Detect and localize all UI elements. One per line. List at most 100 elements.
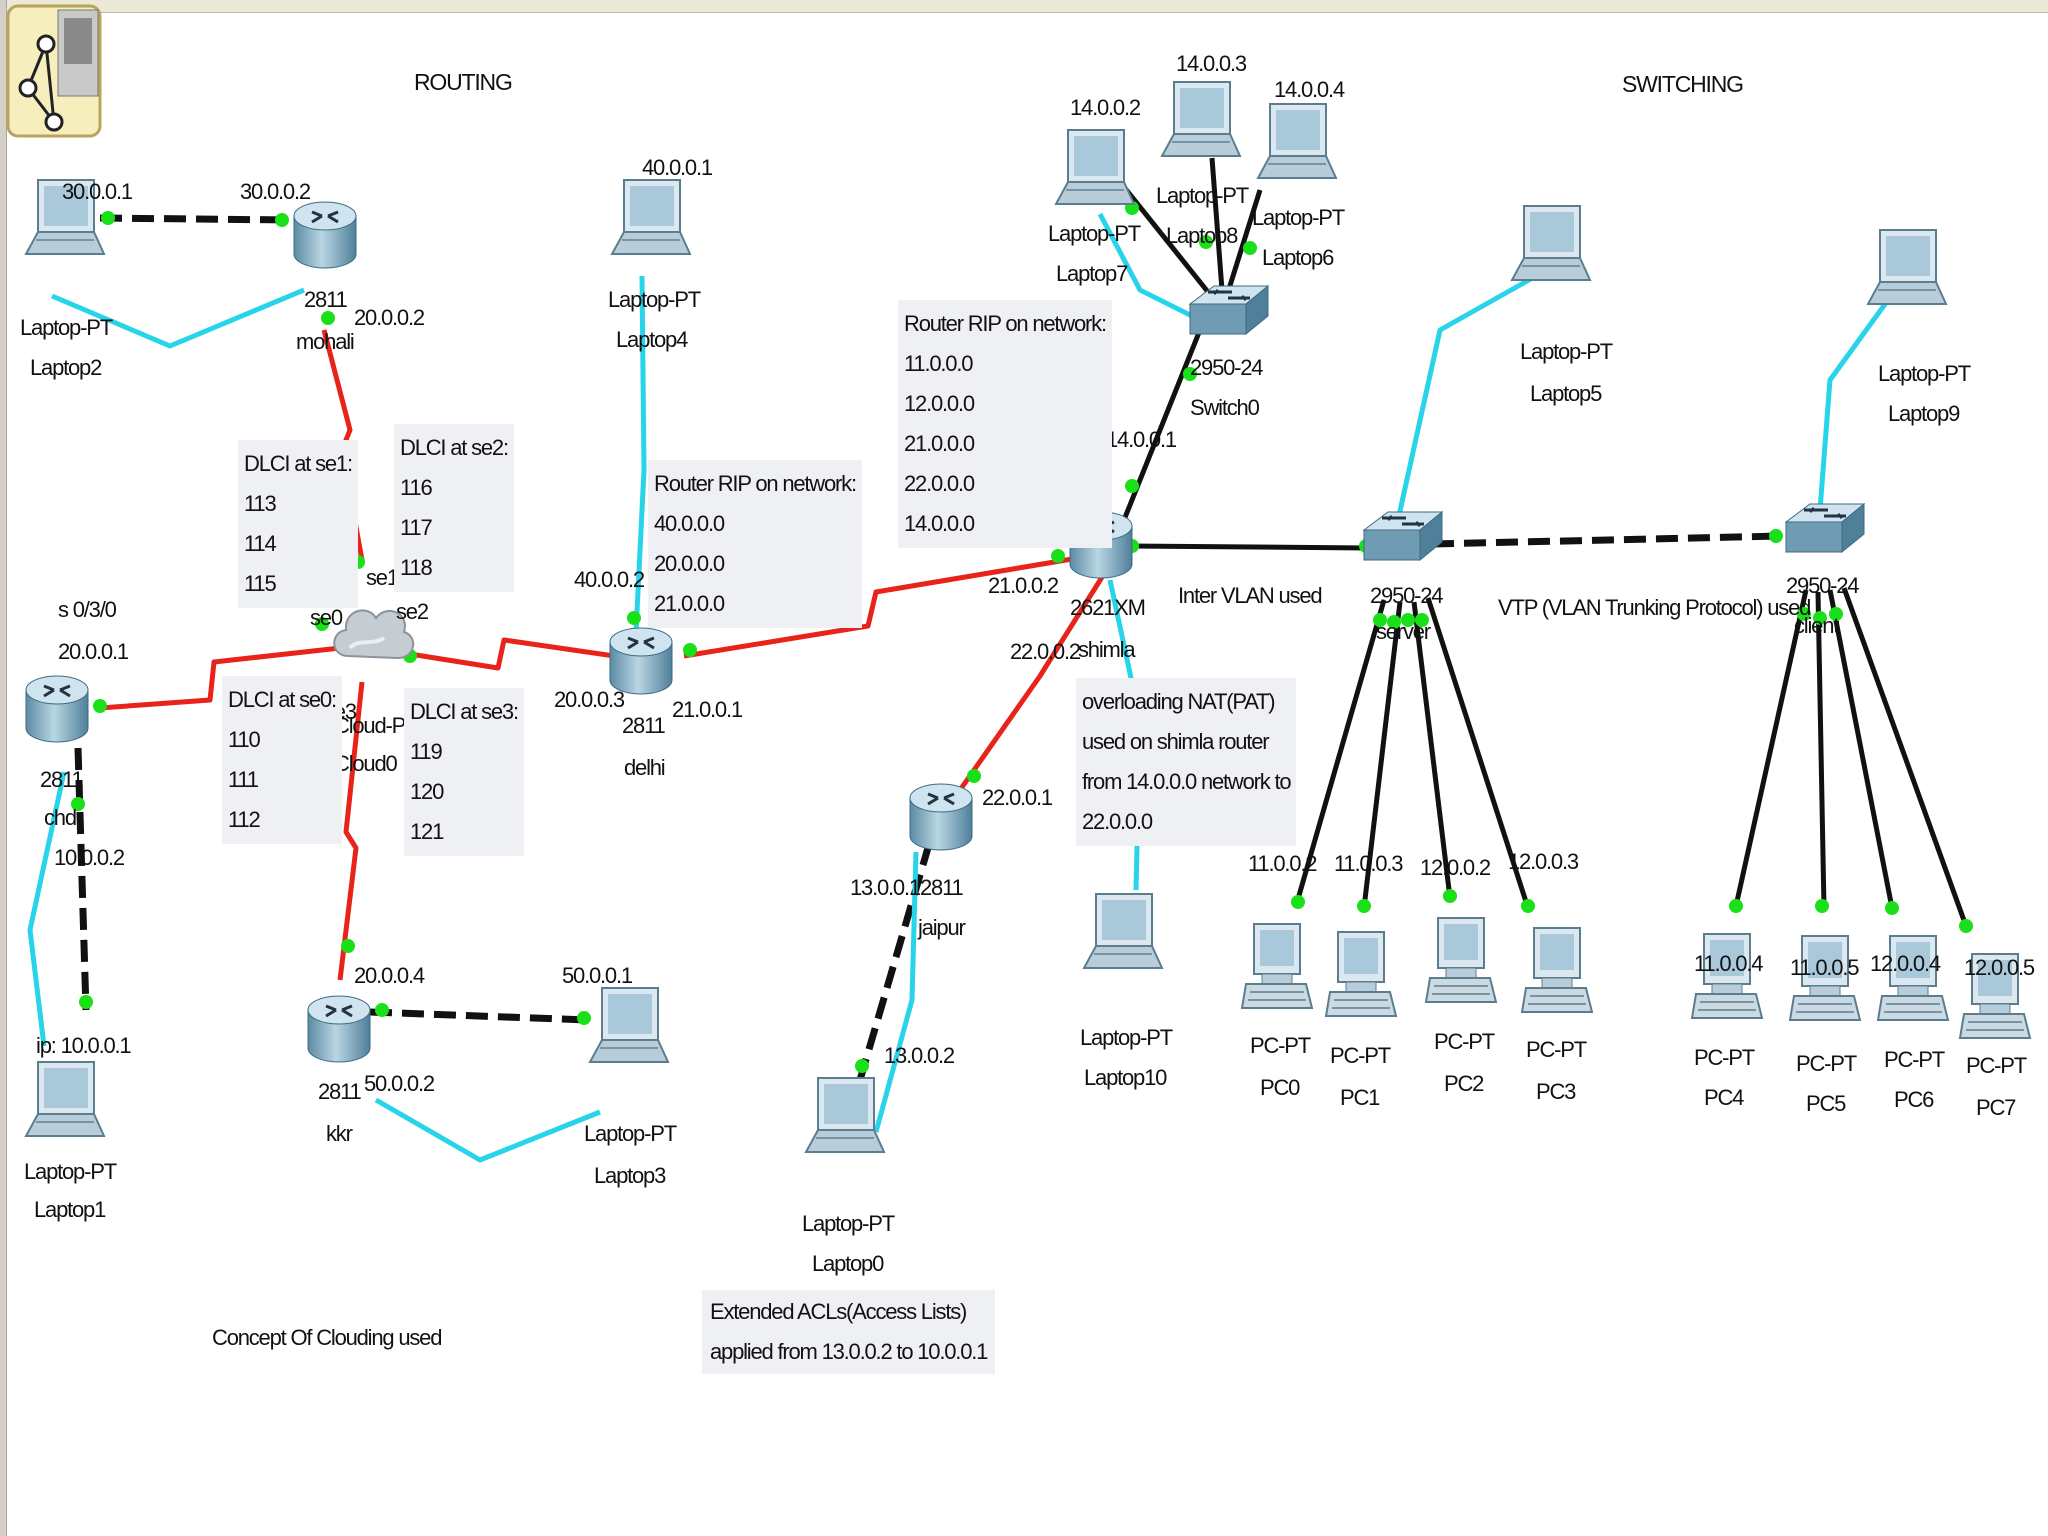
copper-link-kkr-laptop3 <box>369 1008 589 1024</box>
ip-label: 11.0.0.5 <box>1790 955 1859 980</box>
serial-link-delhi-shimla <box>683 553 1091 659</box>
link-up-indicator <box>1815 899 1829 913</box>
ip-label: 11.0.0.3 <box>1334 851 1403 876</box>
link-up-indicator <box>1813 611 1827 625</box>
ip-label: 40.0.0.2 <box>574 567 645 592</box>
laptop6[interactable] <box>1256 102 1338 182</box>
switch-client[interactable] <box>1784 500 1866 556</box>
logical-workspace-tool[interactable] <box>6 4 104 140</box>
pc3-name: PC3 <box>1536 1079 1576 1104</box>
pc5-name: PC5 <box>1806 1091 1846 1116</box>
pc2-model: PC-PT <box>1434 1029 1495 1054</box>
link-up-indicator <box>1829 607 1843 621</box>
switch0-name: Switch0 <box>1190 395 1260 420</box>
note-line: 121 <box>410 819 444 844</box>
note-line: 119 <box>410 739 443 764</box>
note-line: 112 <box>228 807 261 832</box>
ip-label: 22.0.0.2 <box>1010 639 1081 664</box>
cloud-frame-relay[interactable] <box>328 598 420 662</box>
pc3[interactable] <box>1520 926 1594 1016</box>
copper-link-shimla-server <box>1129 543 1369 551</box>
laptop7-name: Laptop7 <box>1056 261 1128 286</box>
link-up-indicator <box>1291 895 1305 909</box>
pc4-model: PC-PT <box>1694 1045 1755 1070</box>
router-jaipur[interactable] <box>906 778 976 856</box>
ip-label: 12.0.0.5 <box>1964 955 2035 980</box>
laptop5[interactable] <box>1510 204 1592 284</box>
link-up-indicator <box>1183 367 1197 381</box>
ip-label: 12.0.0.2 <box>1420 855 1491 880</box>
pc4-name: PC4 <box>1704 1085 1744 1110</box>
link-up-indicator <box>1373 613 1387 627</box>
router-chd[interactable] <box>22 670 92 748</box>
note-title: DLCI at se3: <box>410 699 519 724</box>
laptop10[interactable] <box>1082 892 1164 972</box>
left-scroll-gutter[interactable] <box>0 0 7 1536</box>
console-link-laptop9-client <box>1817 298 1891 511</box>
pc1-name: PC1 <box>1340 1085 1380 1110</box>
router-mohali[interactable] <box>290 196 360 274</box>
mohali-model: 2811 <box>304 287 348 312</box>
ip-label: 50.0.0.1 <box>562 963 633 988</box>
note-line: overloading NAT(PAT) <box>1082 689 1276 714</box>
ip-label: 13.0.0.1 <box>850 875 921 900</box>
note-title: Router RIP on network: <box>654 471 857 496</box>
ip-label: 14.0.0.2 <box>1070 95 1141 120</box>
pc7-name: PC7 <box>1976 1095 2016 1120</box>
port-label: se0 <box>310 605 343 630</box>
pc1[interactable] <box>1324 930 1398 1020</box>
copper-link-client-pc4 <box>1733 589 1809 907</box>
laptop2-name: Laptop2 <box>30 355 102 380</box>
link-up-indicator <box>967 769 981 783</box>
note-line: 111 <box>228 767 259 792</box>
laptop0[interactable] <box>804 1076 886 1156</box>
routing-heading: ROUTING <box>414 69 513 95</box>
switch0[interactable] <box>1188 282 1270 338</box>
pc0[interactable] <box>1240 922 1314 1012</box>
laptop1-name: Laptop1 <box>34 1197 106 1222</box>
laptop7[interactable] <box>1054 128 1136 208</box>
pc5[interactable] <box>1788 934 1862 1024</box>
dlci-se1-note: DLCI at se1: 113 114 115 <box>238 440 358 608</box>
laptop8[interactable] <box>1160 80 1242 160</box>
cloud-name: Cloud0 <box>334 751 398 776</box>
note-title: Router RIP on network: <box>904 311 1107 336</box>
chd-model: 2811 <box>40 767 84 792</box>
laptop1[interactable] <box>24 1060 106 1140</box>
copper-link-switch0-laptop6 <box>1225 189 1263 293</box>
note-title: DLCI at se0: <box>228 687 337 712</box>
router-kkr[interactable] <box>304 990 374 1068</box>
pc2[interactable] <box>1424 916 1498 1006</box>
laptop3[interactable] <box>588 986 670 1066</box>
client-switch-name: client <box>1794 613 1839 638</box>
pc0-model: PC-PT <box>1250 1033 1311 1058</box>
pc4[interactable] <box>1690 932 1764 1022</box>
switching-heading: SWITCHING <box>1622 71 1744 97</box>
note-title: DLCI at se2: <box>400 435 509 460</box>
link-up-indicator <box>315 617 329 631</box>
jaipur-model: 2811 <box>920 875 964 900</box>
router-delhi[interactable] <box>606 622 676 700</box>
link-up-indicator <box>1357 899 1371 913</box>
topology-tool-icon <box>18 34 64 132</box>
laptop10-model: Laptop-PT <box>1080 1025 1173 1050</box>
laptop4[interactable] <box>610 178 692 258</box>
pc6[interactable] <box>1876 934 1950 1024</box>
note-line: 116 <box>400 475 433 500</box>
console-link-laptop4-delhi <box>633 275 647 633</box>
acl-note: Extended ACLs(Access Lists) applied from… <box>702 1290 996 1374</box>
copper-link-server-pc0 <box>1293 599 1387 907</box>
ip-label: 14.0.0.1 <box>1106 427 1177 452</box>
link-up-indicator <box>341 939 355 953</box>
ip-label: 14.0.0.3 <box>1176 51 1247 76</box>
note-line: used on shimla router <box>1082 729 1270 754</box>
laptop2[interactable] <box>24 178 106 258</box>
link-up-indicator <box>1051 549 1065 563</box>
switch-server[interactable] <box>1362 508 1444 564</box>
laptop9[interactable] <box>1866 228 1948 308</box>
pc7-model: PC-PT <box>1966 1053 2027 1078</box>
pc7[interactable] <box>1958 952 2032 1042</box>
link-up-indicator <box>321 311 335 325</box>
serial-link-cloud-kkr <box>337 681 365 981</box>
